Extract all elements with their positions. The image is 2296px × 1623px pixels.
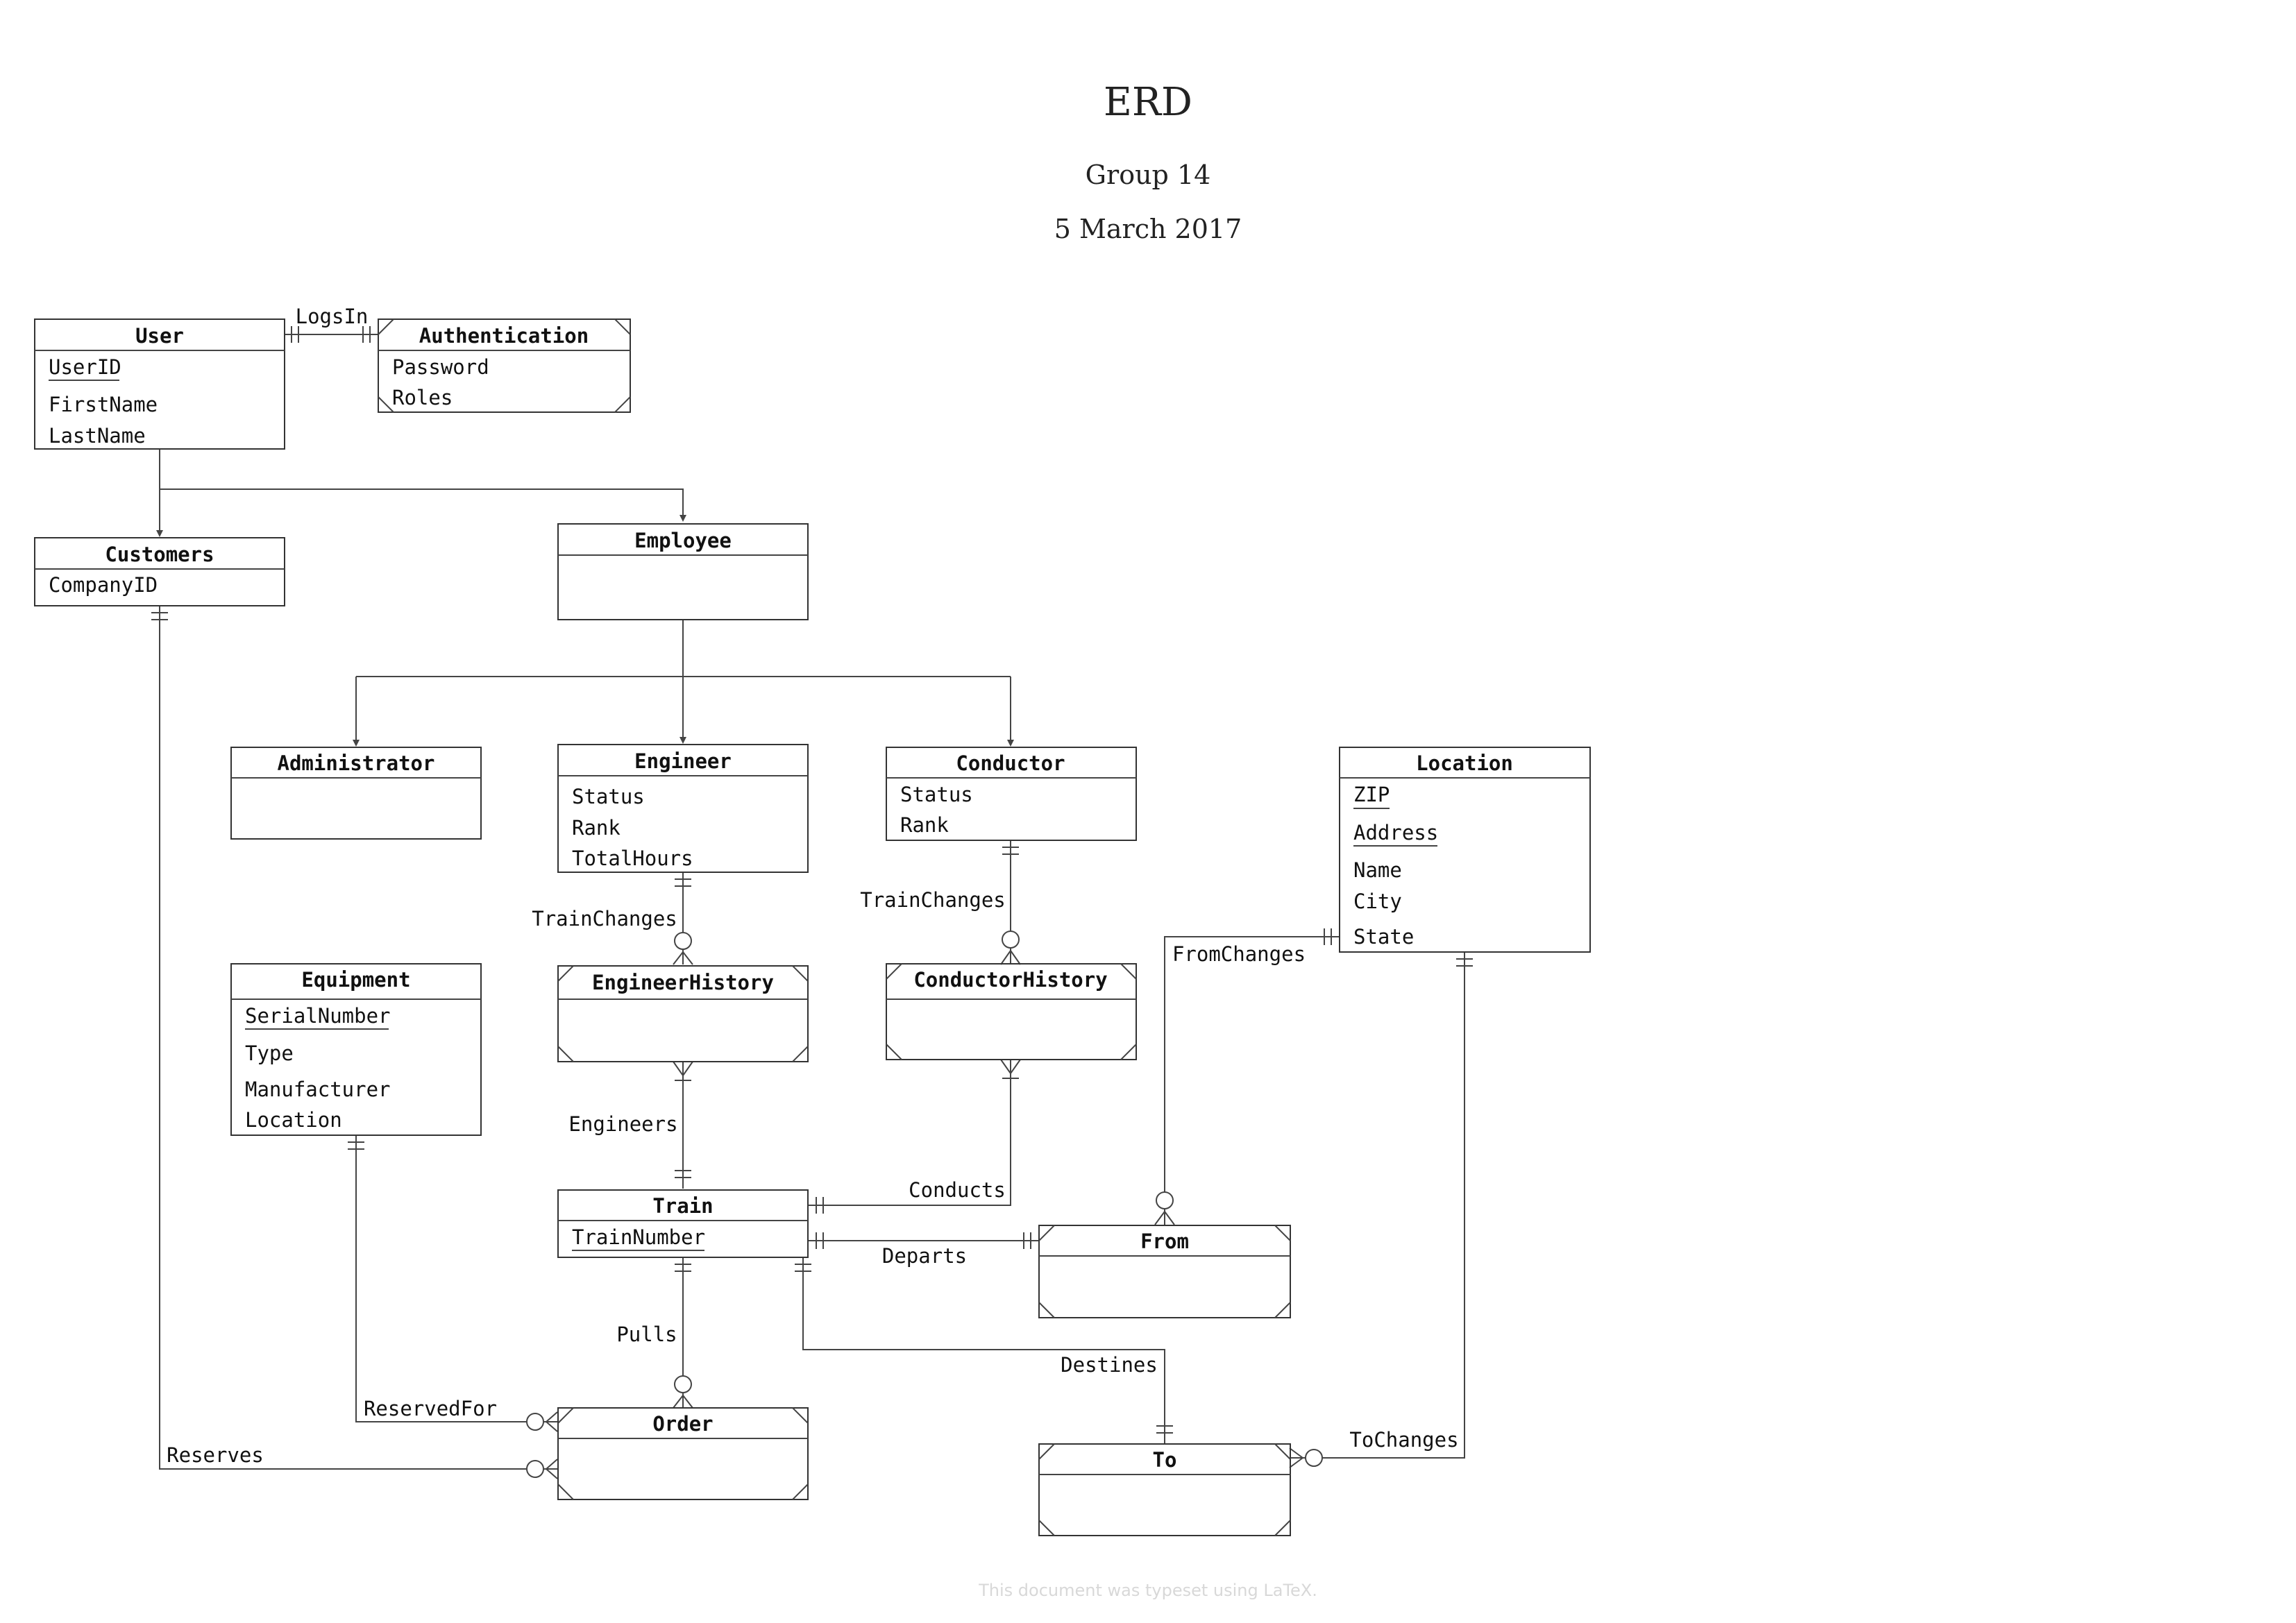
entity-train[interactable]: Train TrainNumber xyxy=(557,1189,809,1258)
entity-name: Customers xyxy=(105,543,214,566)
rel-destines-label: Destines xyxy=(1061,1353,1158,1377)
entity-user[interactable]: User UserID FirstName LastName xyxy=(34,318,285,450)
rel-conductor-train-changes-label: TrainChanges xyxy=(860,888,1006,912)
entity-name: EngineerHistory xyxy=(592,971,774,994)
entity-conductor[interactable]: Conductor Status Rank xyxy=(886,747,1137,841)
entity-location[interactable]: Location ZIP Address Name City State xyxy=(1339,747,1591,953)
attribute: Rank xyxy=(572,816,621,840)
footer-note: This document was typeset using LaTeX. xyxy=(978,1581,1317,1600)
attribute-key: Address xyxy=(1353,821,1438,844)
rel-from-changes-label: FromChanges xyxy=(1172,942,1306,966)
entity-name: Administrator xyxy=(278,751,435,775)
entity-authentication[interactable]: Authentication Password Roles xyxy=(378,318,631,413)
rel-logs-in-label: LogsIn xyxy=(296,305,369,328)
rel-engineers-label: Engineers xyxy=(568,1112,677,1136)
entity-name: Employee xyxy=(634,529,732,552)
attribute: Manufacturer xyxy=(245,1078,391,1101)
rel-engineer-train-changes-label: TrainChanges xyxy=(532,907,677,931)
document-date: 5 March 2017 xyxy=(1054,214,1242,244)
entity-administrator[interactable]: Administrator xyxy=(230,747,482,840)
entity-engineer[interactable]: Engineer Status Rank TotalHours xyxy=(557,744,809,873)
entity-name: To xyxy=(1153,1448,1177,1472)
attribute: Status xyxy=(900,783,973,806)
entity-name: User xyxy=(135,324,184,348)
attribute: TotalHours xyxy=(572,847,693,870)
entity-name: Order xyxy=(652,1412,713,1436)
entity-equipment[interactable]: Equipment SerialNumber Type Manufacturer… xyxy=(230,963,482,1136)
entity-name: ConductorHistory xyxy=(913,968,1107,992)
attribute: CompanyID xyxy=(49,573,158,597)
attribute: FirstName xyxy=(49,393,158,416)
attribute: City xyxy=(1353,890,1402,913)
entity-from[interactable]: From xyxy=(1038,1225,1291,1318)
entity-name: Engineer xyxy=(634,749,732,773)
attribute: LastName xyxy=(49,424,146,448)
rel-to-changes-label: ToChanges xyxy=(1349,1428,1458,1452)
rel-conducts-label: Conducts xyxy=(909,1178,1006,1202)
entity-to[interactable]: To xyxy=(1038,1443,1291,1536)
entity-name: Equipment xyxy=(301,968,410,992)
rel-pulls-label: Pulls xyxy=(616,1323,677,1346)
entity-employee[interactable]: Employee xyxy=(557,523,809,620)
attribute: Location xyxy=(245,1108,342,1132)
entity-name: From xyxy=(1140,1230,1189,1253)
entity-order[interactable]: Order xyxy=(557,1407,809,1500)
rel-reserves-label: Reserves xyxy=(167,1443,264,1467)
entity-name: Authentication xyxy=(419,324,589,348)
attribute-key: ZIP xyxy=(1353,783,1390,806)
attribute: Status xyxy=(572,785,645,808)
rel-reserved-for-label: ReservedFor xyxy=(364,1397,497,1420)
entity-name: Location xyxy=(1416,751,1513,775)
entity-conductor-history[interactable]: ConductorHistory xyxy=(886,963,1137,1060)
rel-departs-label: Departs xyxy=(882,1244,967,1268)
entity-customers[interactable]: Customers CompanyID xyxy=(34,537,285,606)
entity-name: Conductor xyxy=(956,751,1065,775)
attribute: Name xyxy=(1353,858,1402,882)
attribute-key: SerialNumber xyxy=(245,1004,391,1028)
attribute: Type xyxy=(245,1042,294,1065)
document-author: Group 14 xyxy=(1086,160,1211,190)
attribute: Rank xyxy=(900,813,949,837)
entity-name: Train xyxy=(652,1194,713,1218)
connectors xyxy=(151,326,1473,1479)
attribute-key: TrainNumber xyxy=(572,1225,705,1249)
attribute: Roles xyxy=(392,386,453,409)
attribute: State xyxy=(1353,925,1414,949)
attribute: Password xyxy=(392,355,489,379)
entity-engineer-history[interactable]: EngineerHistory xyxy=(557,965,809,1062)
relationship-labels: LogsIn TrainChanges TrainChanges FromCha… xyxy=(167,305,1458,1467)
document-title: ERD xyxy=(1104,80,1192,125)
attribute-key: UserID xyxy=(49,355,121,379)
